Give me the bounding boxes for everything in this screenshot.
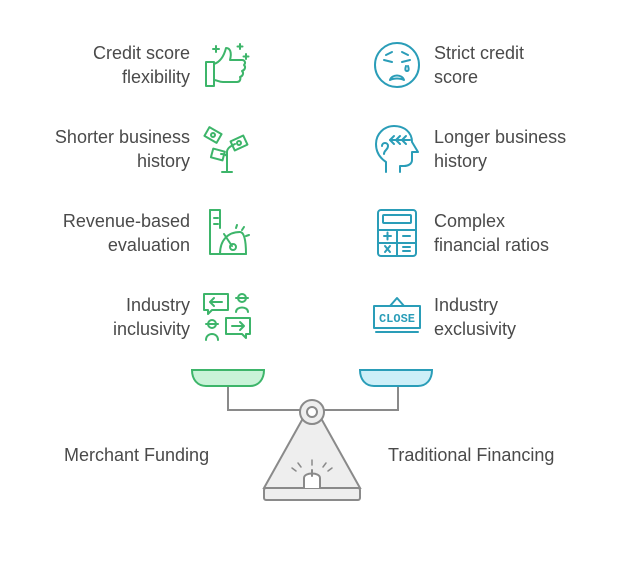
close-sign-icon: CLOSE: [372, 292, 422, 342]
right-side-title: Traditional Financing: [388, 445, 555, 465]
head-rewind-icon: [372, 124, 422, 174]
right-pan: [358, 369, 434, 387]
revenue-gauge-icon: [202, 208, 252, 258]
thumbs-up-icon: [202, 40, 252, 90]
scale-pivot-inner: [306, 406, 318, 418]
left-side-title: Merchant Funding: [64, 445, 210, 465]
calculator-icon: [372, 208, 422, 258]
sprouting-money-icon: [202, 124, 252, 174]
worried-face-icon: [372, 40, 422, 90]
gauge-ticks: [291, 459, 333, 472]
scale-base: [263, 487, 361, 501]
close-sign-text: CLOSE: [379, 312, 415, 326]
left-pan: [190, 369, 266, 387]
people-exchange-icon: [202, 292, 252, 342]
